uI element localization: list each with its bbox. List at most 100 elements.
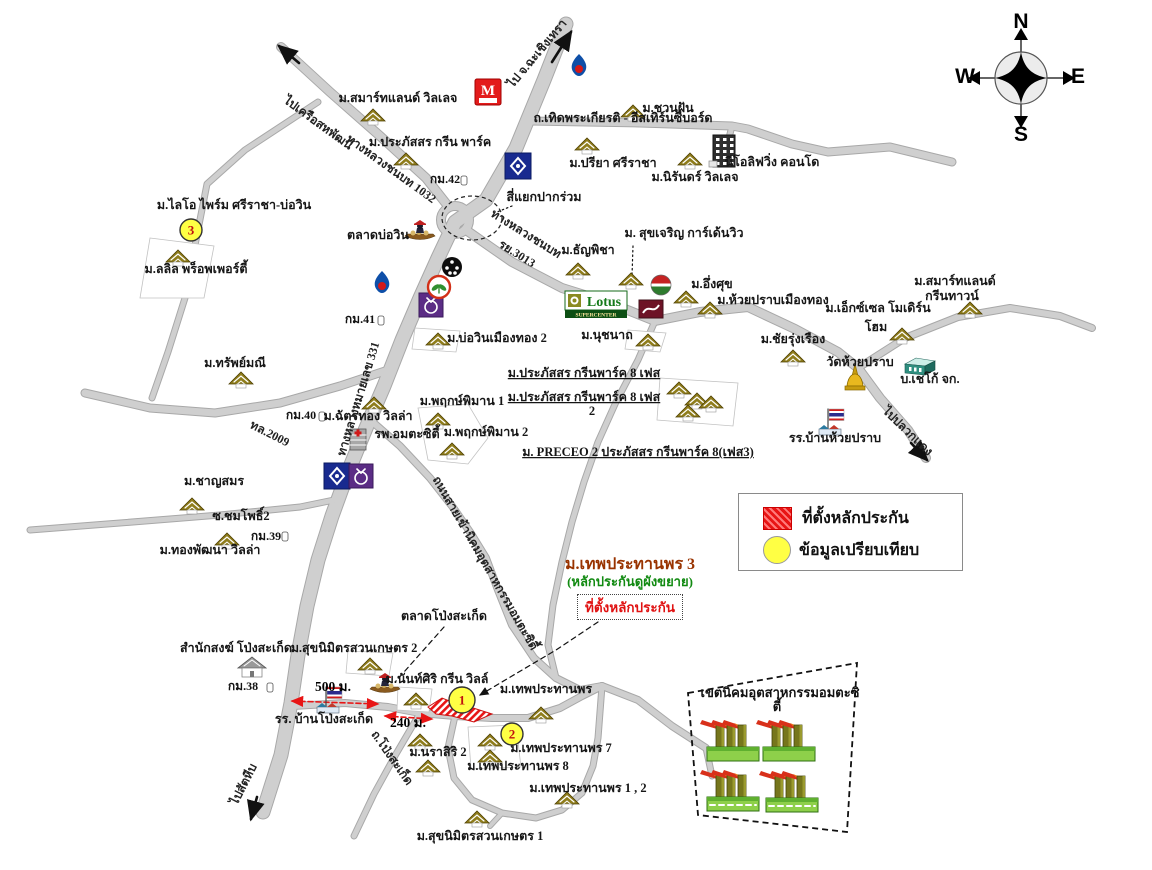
house-icon [425, 332, 451, 350]
house-icon [477, 733, 503, 751]
road-direction-arrow [277, 44, 301, 65]
dashed-guide [687, 661, 858, 834]
km-marker-label: กม.42 [430, 172, 460, 186]
place-label: ม.พฤกษ์พิมาน 1 [420, 393, 504, 408]
house-icon [697, 301, 723, 319]
house-icon [407, 733, 433, 751]
factory-icon [700, 770, 760, 812]
school-icon [818, 408, 845, 436]
house-icon [477, 749, 503, 767]
distance-arrow [383, 711, 434, 724]
place-label: ม. สุขเจริญ การ์เด้นวิว [624, 225, 743, 241]
legend-box: ที่ตั้งหลักประกัน ข้อมูลเปรียบเทียบ [738, 493, 963, 571]
house-icon [889, 327, 915, 345]
legend-row-comparison: ข้อมูลเปรียบเทียบ [763, 534, 962, 566]
km-marker-label: กม.41 [345, 312, 375, 326]
road-direction-arrow [550, 29, 573, 64]
place-label: ม. PRECEO 2 ประภัสสร กรีนพาร์ค 8(เฟส3) [522, 444, 754, 459]
blue-bank-icon [323, 462, 351, 490]
place-label: ม.สุขนิมิตรสวนเกษตร 2 [291, 641, 418, 656]
legend-row-collateral: ที่ตั้งหลักประกัน [763, 502, 962, 534]
plot-outline [139, 237, 215, 299]
place-label: ม.เทพประทานพร [500, 682, 593, 696]
place-label: ม.ไลโอ ไพร์ม ศรีราชา-บ่อวิน [157, 197, 312, 212]
red-green-circle-icon [650, 274, 672, 296]
compass-north-label: N [1013, 10, 1029, 33]
industrial-zone-label: เขตนิคมอุตสาหกรรมอมตะซิ [700, 685, 859, 701]
road-label: ไปปลวกแดง [878, 402, 936, 459]
place-label: วัดห้วยปราบ [826, 355, 893, 369]
place-label: ม.ชัยรุ่งเรือง [761, 332, 826, 347]
place-label: บ.เชโก้ จก. [900, 371, 959, 386]
place-label: ม.ประภัสสร กรีนพาร์ค 8 เฟส [508, 389, 661, 404]
place-label: ตลาดโป่งสะเก็ด [401, 608, 487, 623]
market-icon [404, 220, 436, 240]
market-icon [369, 673, 401, 693]
road-amata-access-road [365, 415, 605, 693]
condo-icon [708, 134, 736, 168]
place-label: ม.นันท์ศิริ กรีน วิลล์ [386, 671, 489, 686]
labels-layer: ม.สมาร์ทแลนด์ วิลเลจม.ชวนฝันถ.เทิดพระเกี… [144, 16, 995, 844]
road-village-loop-road [445, 683, 605, 821]
place-label: ม.สมาร์ทแลนด์ [914, 273, 996, 288]
road-estate-access-road [599, 683, 709, 751]
collateral-title: ม.เทพประทานพร 3 [564, 556, 696, 573]
cheko-icon [904, 357, 936, 376]
milestone-icon [318, 411, 326, 422]
house-icon [673, 290, 699, 308]
place-label: ม.ฉัตรทอง วิลล่า [323, 409, 412, 423]
blue-bank-icon [504, 152, 532, 180]
place-label: รร. บ้านโป่งสะเก็ด [275, 711, 373, 726]
house-icon [357, 657, 383, 675]
house-icon [360, 108, 386, 126]
road-label: ถนนสายเข้านิคมอุตสาหกรรมอมตะซิตี้ [429, 472, 544, 654]
house-icon [635, 333, 661, 351]
house-icon [464, 810, 490, 828]
compass-west-label: W [955, 65, 975, 88]
place-label: ม.สุขนิมิตรสวนเกษตร 1 [417, 829, 544, 844]
m-store-icon: M [474, 78, 502, 106]
roads-casing-layer [26, 16, 1096, 840]
place-label: ซ.ชมโพธิ์2 [212, 506, 269, 523]
house-icon [565, 262, 591, 280]
house-icon [228, 371, 254, 389]
svg-text:SUPERCENTER: SUPERCENTER [576, 313, 618, 319]
place-label: 2 [589, 404, 595, 418]
house-icon [425, 412, 451, 430]
place-label: ม.บ่อวินเมืองทอง 2 [447, 331, 547, 345]
place-label: ม.สมาร์ทแลนด์ วิลเลจ [339, 90, 458, 105]
place-label: ม.ชาญสมร [184, 474, 244, 488]
place-label: ม.ประภัสสร กรีน พาร์ค [369, 134, 491, 149]
house-icon [439, 442, 465, 460]
place-label: ม.อึ่งศุข [691, 275, 732, 292]
place-label: ม.ชวนฝัน [642, 101, 694, 115]
factory-icon [756, 720, 816, 762]
place-label: ม.เทพประทานพร 8 [467, 759, 569, 773]
milestone-icon [281, 531, 289, 542]
road-label: ทล.2009 [248, 418, 292, 450]
compass-south-label: S [1013, 123, 1028, 146]
road-pongsaket-diagonal [351, 710, 423, 839]
svg-text:2: 2 [509, 727, 516, 742]
place-label: โฮม [864, 319, 888, 334]
dashed-guide [395, 626, 445, 682]
place-label: ม.เทพประทานพร 1 , 2 [529, 781, 646, 795]
monastery-icon [236, 656, 268, 678]
road-rural-road-1032 [277, 43, 452, 210]
km-marker-label: กม.38 [228, 679, 258, 693]
road-lotus-south-road [545, 318, 658, 681]
distance-arrow [290, 695, 380, 710]
place-label: ม.ทองพัฒนา วิลล่า [160, 543, 261, 557]
house-icon [666, 381, 692, 399]
svg-text:3: 3 [188, 223, 195, 238]
house-icon [618, 272, 644, 290]
place-label: สี่แยกปากร่วม [506, 188, 581, 204]
roads-layer [27, 17, 1095, 839]
dashed-guide [496, 205, 513, 213]
house-icon [675, 404, 701, 422]
road-direction-arrow [247, 795, 265, 822]
factory-icon [759, 771, 819, 813]
house-icon [403, 692, 429, 710]
